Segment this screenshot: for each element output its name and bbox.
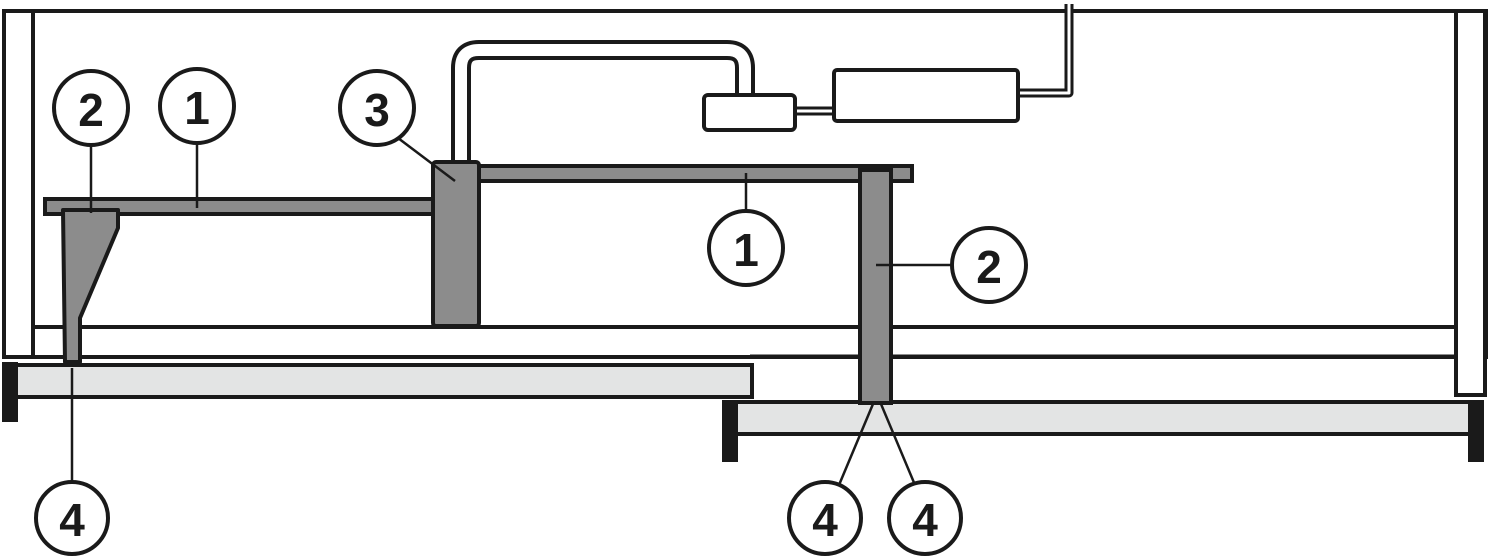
- callout-2-left: 2: [52, 69, 130, 147]
- cabinet-right-side-panel: [1454, 9, 1487, 397]
- leader-3: [397, 137, 456, 182]
- callout-4-mid-label: 4: [812, 494, 838, 546]
- callout-1-left: 1: [158, 67, 236, 145]
- callout-3: 3: [338, 69, 416, 147]
- callout-3-label: 3: [364, 84, 390, 136]
- right-front-bar: [464, 164, 914, 183]
- callout-2-right: 2: [950, 226, 1028, 304]
- component-3-block: [431, 160, 481, 328]
- callout-4-left: 4: [34, 480, 110, 556]
- power-cable: [795, 4, 1074, 116]
- cabinet-left-side-panel: [2, 9, 35, 359]
- right-drawer-rail: [722, 400, 1484, 462]
- callout-4-mid: 4: [787, 480, 863, 556]
- callout-2-right-label: 2: [976, 241, 1002, 293]
- control-cable: [451, 40, 755, 168]
- leader-lines: [70, 137, 952, 486]
- callout-4-left-label: 4: [59, 494, 85, 546]
- callout-1-left-label: 1: [184, 82, 210, 134]
- callout-4-right-label: 4: [912, 494, 938, 546]
- left-drawer-rail: [2, 362, 754, 422]
- callout-1-right-label: 1: [733, 224, 759, 276]
- callout-1-right: 1: [707, 209, 785, 287]
- right-bracket-post: [858, 168, 893, 405]
- callout-2-left-label: 2: [78, 84, 104, 136]
- left-bracket: [61, 208, 120, 364]
- leader-4-mid: [837, 403, 875, 486]
- control-box: [702, 93, 797, 132]
- leader-4-right: [879, 403, 917, 486]
- callout-4-right: 4: [887, 480, 963, 556]
- power-supply-unit: [832, 68, 1020, 123]
